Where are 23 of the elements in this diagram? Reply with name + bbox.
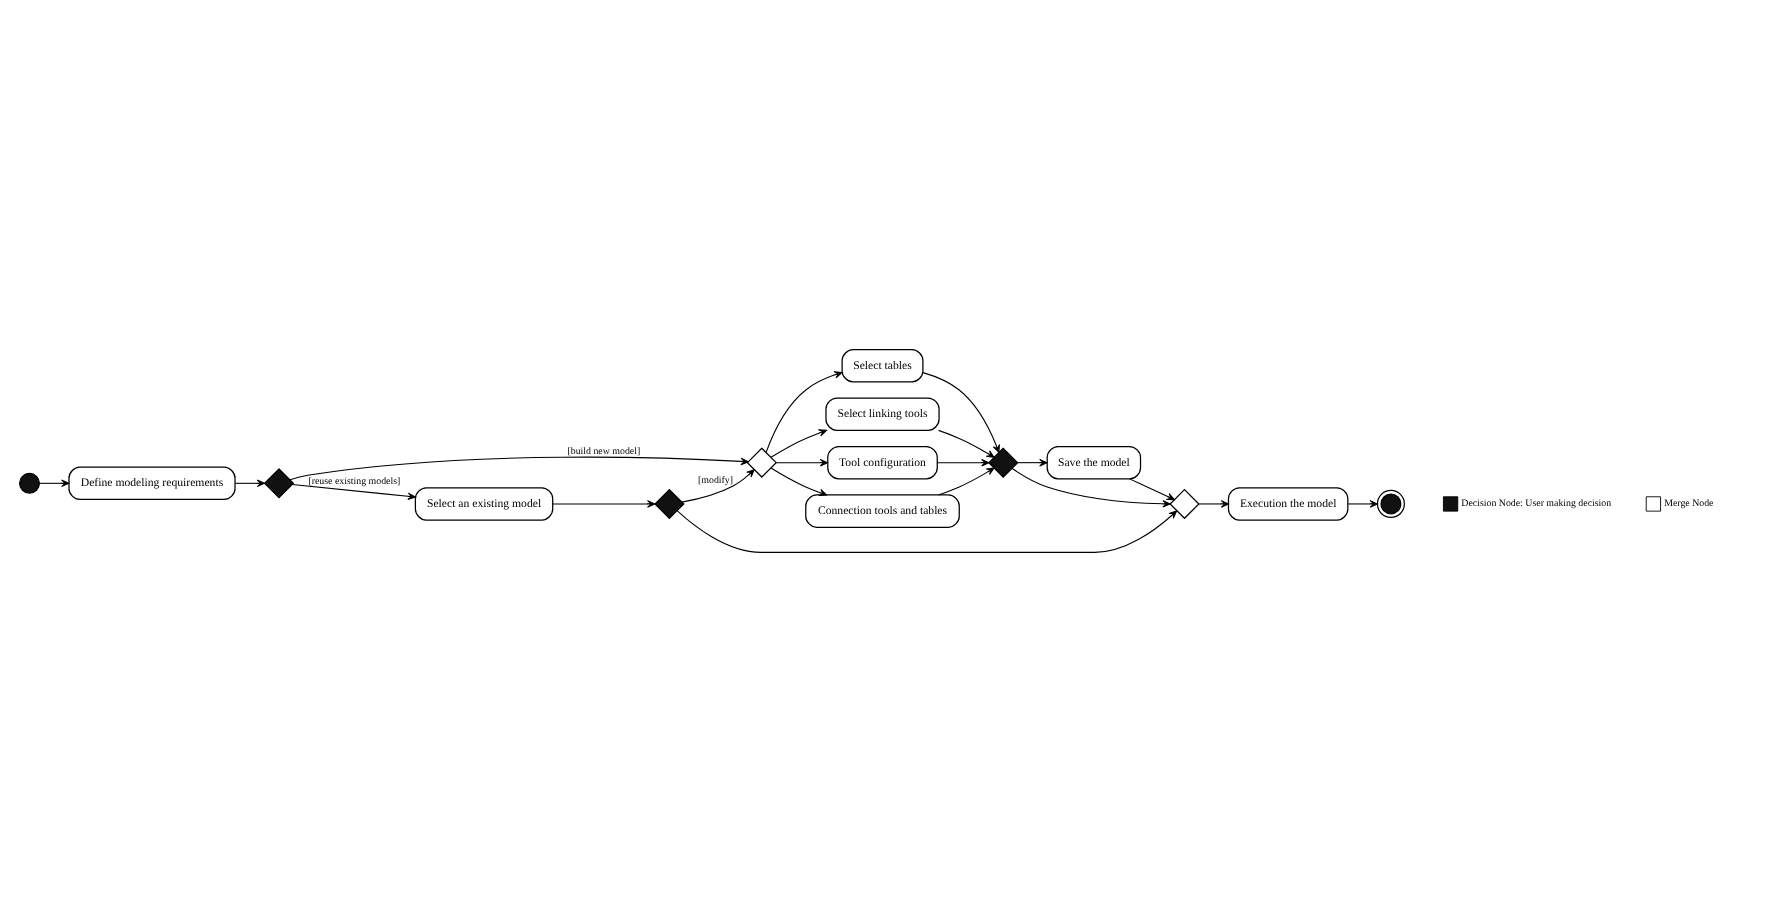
arrow xyxy=(765,370,843,452)
arrow xyxy=(1198,499,1229,507)
arrow xyxy=(770,428,827,457)
node-diamond xyxy=(263,467,295,498)
arrow xyxy=(676,509,1178,552)
arrow xyxy=(1347,499,1378,507)
arrow xyxy=(552,499,656,507)
arrow xyxy=(775,457,829,466)
arrow xyxy=(38,478,70,487)
arrow xyxy=(1129,477,1175,500)
arrow xyxy=(938,428,995,457)
arrow xyxy=(770,466,827,496)
arrow xyxy=(936,457,990,466)
arrow xyxy=(1011,466,1171,507)
arrow xyxy=(291,483,416,500)
arrow xyxy=(234,478,265,487)
arrow xyxy=(938,466,995,495)
node-diamond xyxy=(654,487,685,519)
arrow xyxy=(922,371,1000,452)
node-circle xyxy=(19,471,40,493)
arrow xyxy=(681,468,755,502)
arrow xyxy=(289,455,749,480)
arrow xyxy=(1017,457,1048,466)
